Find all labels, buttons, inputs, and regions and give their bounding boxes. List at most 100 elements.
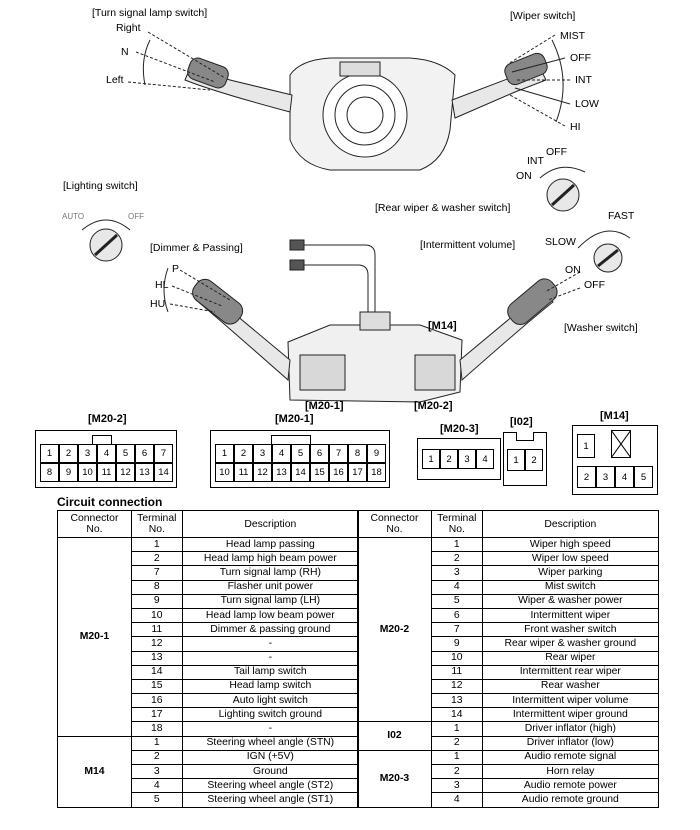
terminal-cell: 7 bbox=[130, 565, 183, 581]
m20-2-pin: 8 bbox=[40, 463, 59, 482]
m20-1-pin: 12 bbox=[253, 463, 272, 482]
m20-1-pin: 11 bbox=[234, 463, 253, 482]
description-cell: Driver inflator (low) bbox=[481, 735, 660, 751]
terminal-cell: 7 bbox=[430, 622, 483, 638]
m20-2-pin: 9 bbox=[59, 463, 78, 482]
slow-label: SLOW bbox=[545, 236, 576, 248]
i02-connector-title: [I02] bbox=[510, 416, 533, 428]
m14-pin: 5 bbox=[634, 466, 653, 488]
description-cell: - bbox=[181, 636, 360, 652]
description-cell: Driver inflator (high) bbox=[481, 721, 660, 737]
m14-pin: 4 bbox=[615, 466, 634, 488]
terminal-cell: 10 bbox=[130, 607, 183, 624]
description-cell: Auto light switch bbox=[181, 693, 360, 709]
terminal-cell: 1 bbox=[430, 536, 483, 553]
description-cell: Intermittent rear wiper bbox=[481, 664, 660, 680]
neutral-position-label: N bbox=[121, 46, 129, 58]
m20-2-pin: 2 bbox=[59, 444, 78, 463]
m14-pin: 3 bbox=[596, 466, 615, 488]
m20-2-connector-title: [M20-2] bbox=[88, 413, 127, 425]
terminal-cell: 14 bbox=[130, 664, 183, 680]
terminal-cell: 15 bbox=[130, 678, 183, 695]
description-cell: Head lamp high beam power bbox=[181, 551, 360, 567]
m20-2-pin: 14 bbox=[154, 463, 173, 482]
multifunction-switch-illustration bbox=[81, 31, 631, 403]
lighting-switch-label: [Lighting switch] bbox=[63, 180, 138, 192]
description-cell: Wiper & washer power bbox=[481, 593, 660, 609]
description-cell: Steering wheel angle (STN) bbox=[181, 735, 360, 751]
m20-2-pin: 1 bbox=[40, 444, 59, 463]
terminal-cell: 17 bbox=[130, 707, 183, 723]
fast-label: FAST bbox=[608, 210, 635, 222]
m20-2-pin: 3 bbox=[78, 444, 97, 463]
m20-2-pin: 5 bbox=[116, 444, 135, 463]
m14-callout: [M14] bbox=[428, 320, 457, 332]
description-cell: Head lamp passing bbox=[181, 536, 360, 553]
terminal-cell: 5 bbox=[130, 792, 183, 808]
m20-1-pin: 10 bbox=[215, 463, 234, 482]
m20-1-pin: 8 bbox=[348, 444, 367, 463]
blank-pin-cross bbox=[611, 430, 631, 458]
description-cell: Intermittent wiper bbox=[481, 607, 660, 624]
description-cell: Intermittent wiper ground bbox=[481, 707, 660, 723]
rear-off-label: OFF bbox=[546, 146, 567, 158]
connector-cell: M20-3 bbox=[357, 749, 432, 808]
hi-label: HI bbox=[570, 121, 581, 133]
m20-1-pin: 15 bbox=[310, 463, 329, 482]
m20-3-pin: 3 bbox=[458, 449, 476, 469]
m14-pin: 1 bbox=[577, 434, 595, 458]
terminal-cell: 8 bbox=[130, 579, 183, 595]
m20-2-pin: 11 bbox=[97, 463, 116, 482]
description-cell: Steering wheel angle (ST2) bbox=[181, 778, 360, 794]
terminal-cell: 3 bbox=[130, 763, 183, 780]
mist-label: MIST bbox=[560, 30, 586, 42]
terminal-cell: 12 bbox=[430, 678, 483, 695]
terminal-cell: 2 bbox=[130, 749, 183, 766]
i02-pin: 2 bbox=[525, 449, 543, 471]
connector-cell: M20-2 bbox=[357, 536, 432, 723]
wiper-off-label: OFF bbox=[570, 52, 591, 64]
i02-pin: 1 bbox=[507, 449, 525, 471]
terminal-cell: 11 bbox=[430, 664, 483, 680]
terminal-cell: 11 bbox=[130, 622, 183, 638]
terminal-cell: 10 bbox=[430, 650, 483, 666]
m20-2-pin: 6 bbox=[135, 444, 154, 463]
terminal-cell: 2 bbox=[130, 551, 183, 567]
description-cell: Dimmer & passing ground bbox=[181, 622, 360, 638]
m20-2-pin: 7 bbox=[154, 444, 173, 463]
description-cell: Rear washer bbox=[481, 678, 660, 695]
rear-on-label: ON bbox=[516, 170, 532, 182]
description-cell: IGN (+5V) bbox=[181, 749, 360, 766]
m20-1-pin: 13 bbox=[272, 463, 291, 482]
m20-1-pin: 16 bbox=[329, 463, 348, 482]
dimmer-passing-label: [Dimmer & Passing] bbox=[150, 242, 243, 254]
hl-label: HL bbox=[155, 279, 169, 291]
m20-1-pin: 2 bbox=[234, 444, 253, 463]
description-cell: Tail lamp switch bbox=[181, 664, 360, 680]
terminal-cell: 2 bbox=[430, 735, 483, 751]
description-cell: Intermittent wiper volume bbox=[481, 693, 660, 709]
m14-connector-title: [M14] bbox=[600, 410, 629, 422]
description-cell: Audio remote ground bbox=[481, 792, 660, 808]
description-cell: Audio remote signal bbox=[481, 749, 660, 766]
terminal-cell: 18 bbox=[130, 721, 183, 737]
m20-1-pin: 14 bbox=[291, 463, 310, 482]
description-cell: Rear wiper & washer ground bbox=[481, 636, 660, 652]
terminal-cell: 1 bbox=[130, 536, 183, 553]
